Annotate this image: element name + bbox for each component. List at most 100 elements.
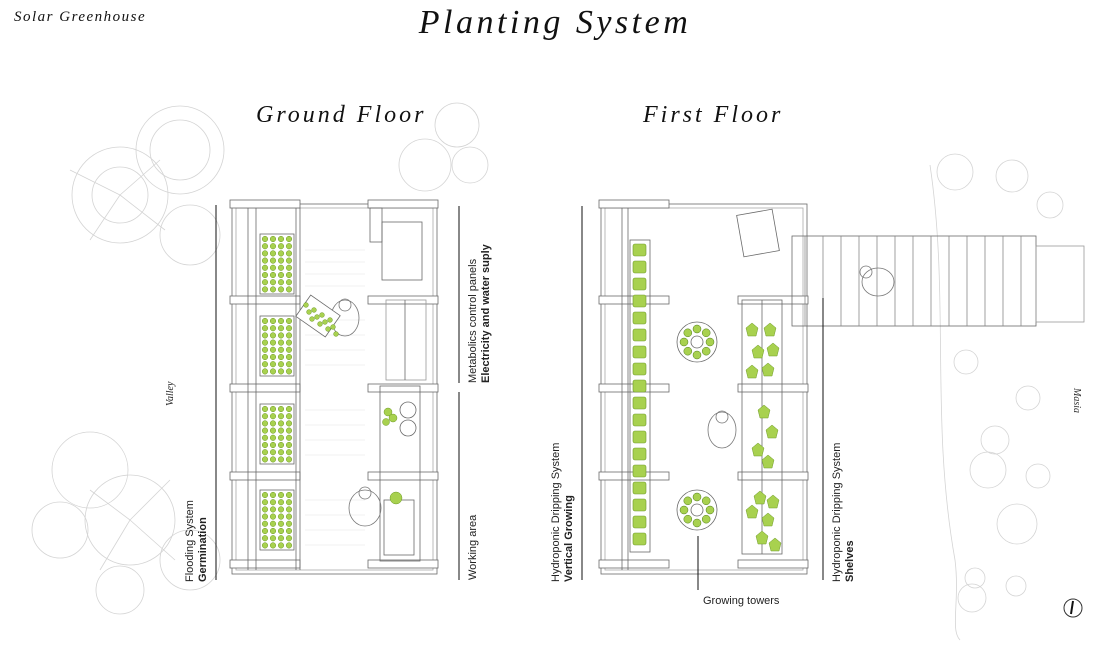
shelf-plant bbox=[763, 322, 777, 337]
germination-seedling bbox=[285, 449, 293, 456]
vertical-growing-text: Vertical Growing bbox=[563, 495, 575, 582]
shelf-plant bbox=[745, 504, 759, 519]
germination-seedling bbox=[277, 441, 285, 449]
germination-seedling bbox=[277, 535, 285, 542]
germination-seedling bbox=[285, 279, 293, 286]
tower-plant bbox=[692, 518, 702, 528]
germination-seedling bbox=[261, 339, 269, 346]
tray-seedling bbox=[306, 309, 312, 315]
vertical-growing-square bbox=[632, 498, 647, 512]
shelf-plant bbox=[745, 322, 759, 337]
germination-seedling bbox=[261, 413, 269, 420]
germination-seedling bbox=[261, 346, 269, 353]
germination-seedling bbox=[261, 257, 269, 264]
germination-seedling bbox=[269, 506, 277, 513]
germination-seedling bbox=[261, 427, 269, 434]
germination-seedling bbox=[285, 520, 293, 527]
germination-seedling bbox=[285, 250, 293, 257]
germination-seedling bbox=[269, 250, 277, 257]
germination-seedling bbox=[285, 264, 293, 271]
germination-seedling bbox=[277, 243, 285, 250]
vertical-growing-units bbox=[632, 243, 647, 546]
germination-seedling bbox=[261, 542, 269, 549]
germination-seedling bbox=[277, 513, 285, 520]
vertical-growing-square bbox=[632, 311, 647, 325]
germination-seedling bbox=[261, 405, 269, 413]
flooding-system-label: Flooding System Germination bbox=[184, 500, 210, 582]
germination-seedling bbox=[261, 286, 269, 293]
germination-seedling bbox=[277, 449, 285, 456]
germination-seedling bbox=[269, 427, 277, 434]
germination-seedling bbox=[261, 499, 269, 506]
germination-seedling bbox=[277, 368, 285, 375]
germination-seedling bbox=[269, 499, 277, 506]
germination-seedling bbox=[285, 542, 293, 549]
page-title: Planting System bbox=[418, 4, 692, 41]
metabolics-label: Metabolics control panels Electricity an… bbox=[467, 244, 493, 383]
tower-plant bbox=[683, 514, 693, 524]
working-area-label: Working area bbox=[467, 515, 480, 580]
germination-seedling bbox=[261, 434, 269, 441]
vertical-growing-square bbox=[632, 328, 647, 342]
tray-seedling bbox=[314, 314, 320, 320]
germination-seedling bbox=[269, 441, 277, 449]
vertical-growing-square bbox=[632, 345, 647, 359]
tray-seedling bbox=[309, 316, 315, 322]
germination-seedling bbox=[269, 271, 277, 279]
germination-seedling bbox=[269, 456, 277, 463]
shelf-plant bbox=[766, 342, 780, 357]
vertical-growing-square bbox=[632, 294, 647, 308]
germination-seedling bbox=[269, 353, 277, 361]
germination-seedling bbox=[285, 413, 293, 420]
germination-seedling bbox=[269, 317, 277, 325]
germination-seedling bbox=[285, 325, 293, 332]
germination-seedling bbox=[261, 535, 269, 542]
germination-seedling bbox=[269, 513, 277, 520]
shelf-plant bbox=[761, 362, 775, 377]
electricity-water-text: Electricity and water suply bbox=[480, 244, 492, 383]
tray-seedling bbox=[322, 319, 328, 325]
tower-plant bbox=[692, 350, 702, 360]
growing-tower-bottom bbox=[676, 489, 718, 531]
germination-seedling bbox=[277, 506, 285, 513]
germination-seedling bbox=[285, 499, 293, 506]
germination-seedling bbox=[277, 353, 285, 361]
working-area-text: Working area bbox=[467, 514, 479, 580]
vertical-growing-square bbox=[632, 243, 647, 257]
shelf-plant bbox=[753, 490, 767, 505]
shelves-text: Shelves bbox=[844, 540, 856, 582]
germination-seedling bbox=[277, 250, 285, 257]
germination-seedling bbox=[285, 243, 293, 250]
germination-seedling bbox=[269, 346, 277, 353]
germination-seedling bbox=[277, 361, 285, 368]
shelf-plant bbox=[757, 404, 771, 419]
germination-trays bbox=[259, 233, 295, 551]
germination-seedling bbox=[277, 420, 285, 427]
tray-seedling bbox=[325, 326, 331, 332]
germination-seedling bbox=[269, 527, 277, 535]
germination-seedling bbox=[261, 279, 269, 286]
germination-seedling bbox=[269, 434, 277, 441]
brand-title: Solar Greenhouse bbox=[14, 9, 147, 25]
germination-seedling bbox=[269, 286, 277, 293]
tower-plant bbox=[701, 346, 711, 356]
shelf-plant bbox=[751, 344, 765, 359]
germination-text: Germination bbox=[197, 517, 209, 582]
germination-seedling bbox=[277, 499, 285, 506]
tree-outlines-right bbox=[929, 153, 1064, 641]
germination-seedling bbox=[277, 413, 285, 420]
germination-seedling bbox=[269, 542, 277, 549]
germination-seedling bbox=[277, 317, 285, 325]
ground-floor-title: Ground Floor bbox=[256, 102, 427, 128]
germination-seedling bbox=[261, 527, 269, 535]
vertical-growing-square bbox=[632, 413, 647, 427]
germination-seedling bbox=[269, 413, 277, 420]
growing-towers-label: Growing towers bbox=[703, 595, 780, 607]
seed-tray-table bbox=[295, 294, 341, 338]
germination-seedling bbox=[261, 271, 269, 279]
germination-seedling bbox=[277, 520, 285, 527]
shelves-label: Hydroponic Dripping System Shelves bbox=[831, 443, 857, 582]
tray-seedling bbox=[333, 331, 339, 337]
germination-seedling bbox=[269, 332, 277, 339]
hydroponic-shelves-text: Hydroponic Dripping System bbox=[831, 442, 843, 582]
